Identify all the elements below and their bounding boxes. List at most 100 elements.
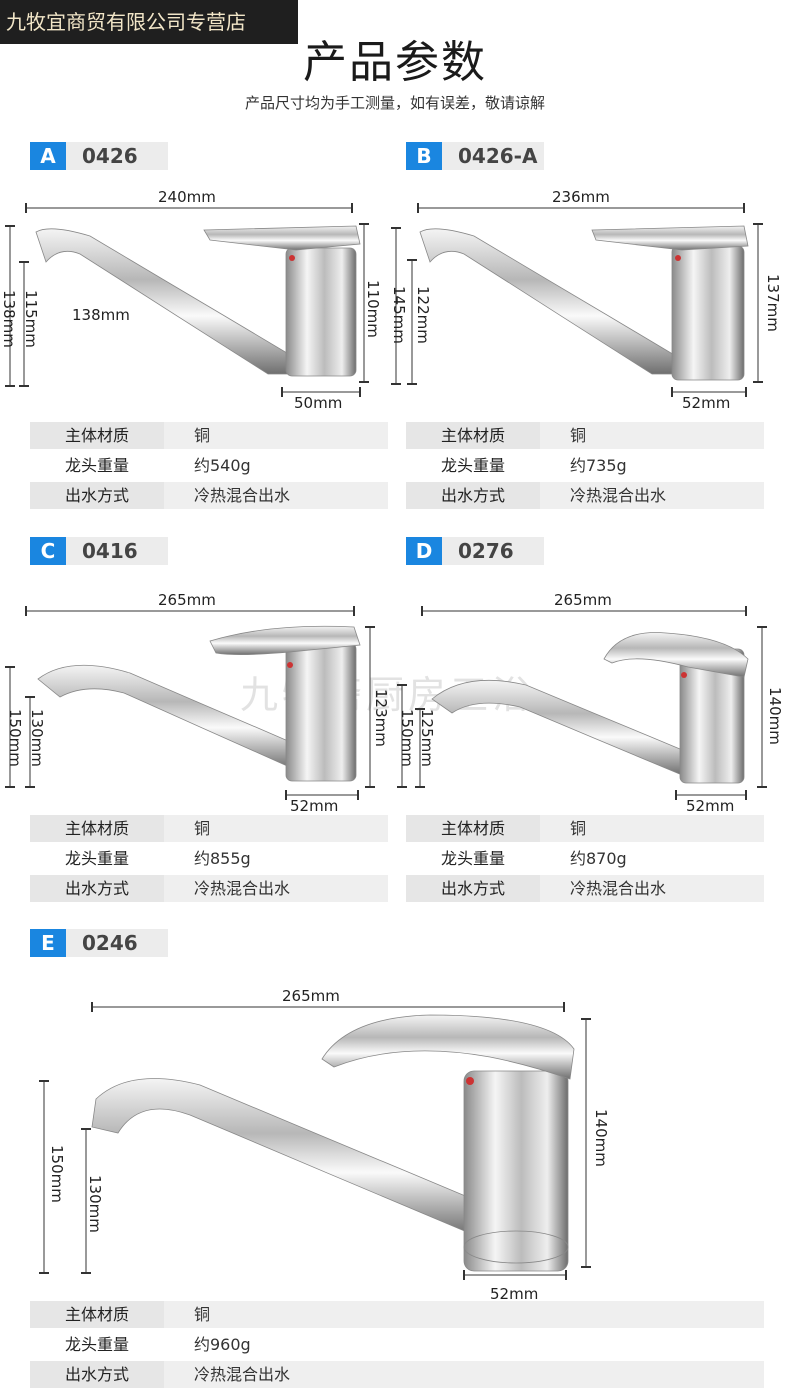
- spec-label: 主体材质: [406, 815, 540, 842]
- spec-value: 铜: [194, 1305, 211, 1324]
- spec-label: 龙头重量: [64, 456, 129, 475]
- faucet-drawing-d: [397, 606, 767, 800]
- spec-value: 冷热混合出水: [570, 486, 667, 505]
- product-section-d: D 0276 265mm 52mm 140mm 125mm 150mm 主体材质…: [397, 537, 784, 907]
- product-header: A 0426: [30, 142, 168, 170]
- spec-row-outlet: 出水方式 冷热混合出水: [30, 482, 388, 509]
- dim-h2: 150mm: [398, 709, 416, 767]
- spec-value: 铜: [570, 819, 587, 838]
- spec-label: 龙头重量: [64, 1335, 129, 1354]
- dim-spout-reach: 138mm: [72, 306, 130, 324]
- faucet-drawing-c: [5, 606, 375, 800]
- dim-body: 140mm: [592, 1109, 610, 1167]
- spec-row-weight: 龙头重量约855g: [30, 845, 388, 872]
- product-model: 0426-A: [442, 142, 544, 170]
- dim-h1: 130mm: [28, 709, 46, 767]
- dim-length: 265mm: [554, 591, 612, 609]
- dim-h1: 115mm: [22, 290, 40, 348]
- spec-row-outlet: 出水方式 冷热混合出水: [406, 482, 764, 509]
- spec-label: 出水方式: [30, 1361, 164, 1388]
- product-header: B 0426-A: [406, 142, 544, 170]
- faucet-drawing-a: [5, 203, 369, 397]
- faucet-drawing-e: [39, 1002, 591, 1280]
- dim-h1: 122mm: [414, 286, 432, 344]
- spec-row-material: 主体材质 铜: [30, 422, 388, 449]
- dim-base: 52mm: [682, 394, 731, 412]
- spec-value: 约960g: [194, 1335, 251, 1354]
- spec-row-weight: 龙头重量 约960g: [30, 1331, 764, 1358]
- dim-length: 265mm: [158, 591, 216, 609]
- product-letter: B: [406, 142, 442, 170]
- spec-value: 冷热混合出水: [194, 879, 291, 898]
- product-section-b: B 0426-A 236mm 52mm 137mm 122mm 145mm 主体…: [390, 142, 782, 512]
- spec-value: 铜: [570, 426, 587, 445]
- spec-row-material: 主体材质 铜: [30, 1301, 764, 1328]
- spec-value: 铜: [194, 426, 211, 445]
- dim-length: 265mm: [282, 987, 340, 1005]
- dim-h2: 145mm: [390, 286, 408, 344]
- product-letter: D: [406, 537, 442, 565]
- spec-label: 出水方式: [30, 482, 164, 509]
- spec-label: 主体材质: [30, 422, 164, 449]
- spec-row-outlet: 出水方式 冷热混合出水: [406, 875, 764, 902]
- page-subtitle: 产品尺寸均为手工测量，如有误差，敬请谅解: [244, 94, 545, 112]
- dim-body: 140mm: [766, 687, 784, 745]
- spec-label: 龙头重量: [440, 849, 505, 868]
- page-title: 产品参数: [303, 37, 487, 88]
- spec-label: 出水方式: [406, 875, 540, 902]
- spec-label: 主体材质: [406, 422, 540, 449]
- spec-table: 主体材质 铜 龙头重量 约735g 出水方式 冷热混合出水: [406, 422, 764, 512]
- product-model: 0416: [66, 537, 168, 565]
- product-section-a: A 0426 240mm 138mm 50mm 110mm 115mm 138m…: [0, 142, 390, 512]
- spec-label: 龙头重量: [440, 456, 505, 475]
- product-letter: C: [30, 537, 66, 565]
- spec-value: 约855g: [194, 849, 251, 868]
- product-section-c: C 0416 265mm 52mm 123mm 130mm 150mm 主体材质…: [5, 537, 390, 907]
- dim-length: 240mm: [158, 188, 216, 206]
- dim-h1: 130mm: [86, 1175, 104, 1233]
- dim-h1: 125mm: [418, 709, 436, 767]
- faucet-drawing-b: [391, 203, 763, 397]
- spec-row-material: 主体材质 铜: [406, 422, 764, 449]
- spec-table: 主体材质 铜 龙头重量约855g 出水方式冷热混合出水: [30, 815, 388, 905]
- spec-row-material: 主体材质 铜: [406, 815, 764, 842]
- product-letter: A: [30, 142, 66, 170]
- dim-h2: 138mm: [0, 290, 18, 348]
- dim-base: 50mm: [294, 394, 343, 412]
- dim-h2: 150mm: [48, 1145, 66, 1203]
- spec-value: 约735g: [570, 456, 627, 475]
- product-section-e: E 0246 265mm 52mm 140mm 130mm 150mm 主体材质…: [30, 929, 770, 1389]
- spec-label: 主体材质: [30, 815, 164, 842]
- dim-body: 137mm: [764, 274, 782, 332]
- spec-table: 主体材质 铜 龙头重量 约960g 出水方式 冷热混合出水: [30, 1301, 764, 1391]
- dim-base: 52mm: [490, 1285, 539, 1303]
- product-header: D 0276: [406, 537, 544, 565]
- product-model: 0276: [442, 537, 544, 565]
- product-header: E 0246: [30, 929, 168, 957]
- spec-table: 主体材质 铜 龙头重量 约540g 出水方式 冷热混合出水: [30, 422, 388, 512]
- spec-row-weight: 龙头重量 约870g: [406, 845, 764, 872]
- spec-row-material: 主体材质 铜: [30, 815, 388, 842]
- spec-value: 约540g: [194, 456, 251, 475]
- spec-value: 约870g: [570, 849, 627, 868]
- shop-name-banner: 九牧宜商贸有限公司专营店: [0, 0, 298, 44]
- spec-value: 铜: [194, 819, 211, 838]
- spec-value: 冷热混合出水: [194, 1365, 291, 1384]
- spec-label: 出水方式: [406, 482, 540, 509]
- dim-body: 123mm: [372, 689, 390, 747]
- spec-label: 主体材质: [30, 1301, 164, 1328]
- spec-value: 冷热混合出水: [194, 486, 291, 505]
- spec-table: 主体材质 铜 龙头重量 约870g 出水方式 冷热混合出水: [406, 815, 764, 905]
- dim-h2: 150mm: [6, 709, 24, 767]
- spec-row-weight: 龙头重量 约735g: [406, 452, 764, 479]
- product-model: 0246: [66, 929, 168, 957]
- spec-row-outlet: 出水方式 冷热混合出水: [30, 1361, 764, 1388]
- dim-base: 52mm: [686, 797, 735, 815]
- product-letter: E: [30, 929, 66, 957]
- dim-length: 236mm: [552, 188, 610, 206]
- spec-row-outlet: 出水方式冷热混合出水: [30, 875, 388, 902]
- spec-value: 冷热混合出水: [570, 879, 667, 898]
- spec-row-weight: 龙头重量 约540g: [30, 452, 388, 479]
- dim-body: 110mm: [364, 280, 382, 338]
- product-model: 0426: [66, 142, 168, 170]
